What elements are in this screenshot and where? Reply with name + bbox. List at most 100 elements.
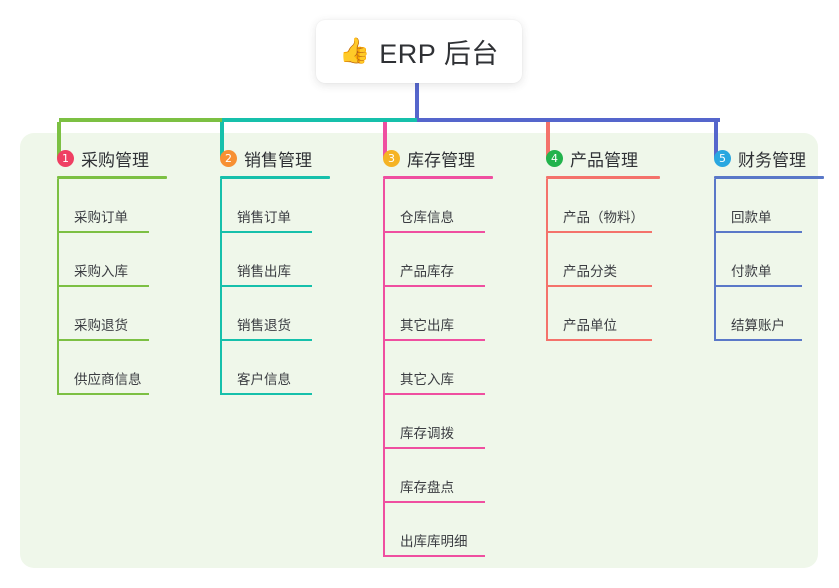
branch-spine [546, 179, 548, 341]
branch-leaf-list: 回款单付款单结算账户 [695, 179, 835, 341]
leaf-item[interactable]: 仓库信息 [364, 179, 524, 233]
leaf-item[interactable]: 采购订单 [38, 179, 188, 233]
leaf-label: 采购订单 [74, 210, 128, 225]
leaf-underline [57, 285, 149, 287]
leaf-label: 出库库明细 [400, 534, 468, 549]
connector-drop-teal [220, 122, 224, 158]
leaf-item[interactable]: 销售订单 [201, 179, 351, 233]
leaf-label: 产品库存 [400, 264, 454, 279]
branch-column-4: 4 产品管理产品（物料） 产品分类产品单位 [527, 145, 687, 341]
leaf-underline [546, 231, 652, 233]
branch-number-badge: 3 [383, 149, 400, 167]
leaf-underline [57, 339, 149, 341]
leaf-label: 回款单 [731, 210, 772, 225]
leaf-label: 其它出库 [400, 318, 454, 333]
connector-bar-blue [417, 118, 720, 122]
leaf-label: 仓库信息 [400, 210, 454, 225]
thumbs-up-icon: 👍 [339, 37, 371, 65]
leaf-label: 库存调拨 [400, 426, 454, 441]
leaf-label: 产品单位 [563, 318, 617, 333]
leaf-item[interactable]: 产品库存 [364, 233, 524, 287]
leaf-label: 结算账户 [731, 318, 785, 333]
leaf-label: 销售订单 [237, 210, 291, 225]
root-node-card[interactable]: 👍 ERP 后台 [316, 20, 522, 83]
leaf-underline [220, 285, 312, 287]
connector-bar-green [59, 118, 222, 122]
branch-underline [546, 176, 660, 179]
connector-bar-teal [222, 118, 417, 122]
leaf-item[interactable]: 出库库明细 [364, 503, 524, 557]
branch-spine [383, 179, 385, 557]
leaf-label: 产品（物料） [563, 210, 644, 225]
leaf-item[interactable]: 结算账户 [695, 287, 835, 341]
leaf-label: 其它入库 [400, 372, 454, 387]
branch-column-2: 2 销售管理销售订单销售出库销售退货客户信息 [201, 145, 351, 395]
leaf-underline [220, 393, 312, 395]
leaf-underline [220, 231, 312, 233]
branches-panel [20, 133, 818, 568]
branch-underline [57, 176, 167, 179]
leaf-underline [383, 501, 485, 503]
branch-number-badge: 4 [546, 149, 563, 167]
branch-title: 产品管理 [570, 150, 638, 170]
leaf-underline [57, 231, 149, 233]
branch-number-badge: 2 [220, 149, 237, 167]
leaf-item[interactable]: 销售出库 [201, 233, 351, 287]
root-stem [415, 80, 419, 122]
leaf-label: 采购退货 [74, 318, 128, 333]
branch-header-4[interactable]: 4 产品管理 [527, 145, 687, 171]
leaf-underline [714, 339, 802, 341]
leaf-item[interactable]: 产品单位 [527, 287, 687, 341]
leaf-item[interactable]: 采购入库 [38, 233, 188, 287]
leaf-underline [220, 339, 312, 341]
branch-spine [57, 179, 59, 395]
leaf-label: 客户信息 [237, 372, 291, 387]
leaf-label: 供应商信息 [74, 372, 142, 387]
leaf-item[interactable]: 库存盘点 [364, 449, 524, 503]
branch-leaf-list: 产品（物料） 产品分类产品单位 [527, 179, 687, 341]
branch-leaf-list: 销售订单销售出库销售退货客户信息 [201, 179, 351, 395]
leaf-underline [57, 393, 149, 395]
leaf-underline [383, 231, 485, 233]
leaf-item[interactable]: 产品（物料） [527, 179, 687, 233]
root-node-content: 👍 ERP 后台 [339, 32, 499, 71]
leaf-underline [383, 393, 485, 395]
branch-spine [714, 179, 716, 341]
leaf-underline [546, 285, 652, 287]
branch-underline [714, 176, 824, 179]
leaf-item[interactable]: 客户信息 [201, 341, 351, 395]
leaf-item[interactable]: 其它入库 [364, 341, 524, 395]
leaf-item[interactable]: 回款单 [695, 179, 835, 233]
leaf-underline [383, 285, 485, 287]
leaf-label: 销售退货 [237, 318, 291, 333]
branch-header-2[interactable]: 2 销售管理 [201, 145, 351, 171]
leaf-label: 库存盘点 [400, 480, 454, 495]
leaf-label: 采购入库 [74, 264, 128, 279]
branch-underline [220, 176, 330, 179]
branch-leaf-list: 采购订单采购入库采购退货供应商信息 [38, 179, 188, 395]
leaf-item[interactable]: 其它出库 [364, 287, 524, 341]
branch-number-badge: 5 [714, 149, 731, 167]
leaf-item[interactable]: 产品分类 [527, 233, 687, 287]
leaf-underline [714, 285, 802, 287]
root-node-title: ERP 后台 [379, 39, 499, 69]
leaf-item[interactable]: 供应商信息 [38, 341, 188, 395]
leaf-label: 付款单 [731, 264, 772, 279]
connector-drop-green [57, 122, 61, 158]
connector-drop-pink [383, 122, 387, 158]
leaf-label: 销售出库 [237, 264, 291, 279]
leaf-underline [714, 231, 802, 233]
leaf-item[interactable]: 付款单 [695, 233, 835, 287]
leaf-item[interactable]: 库存调拨 [364, 395, 524, 449]
leaf-item[interactable]: 采购退货 [38, 287, 188, 341]
branch-title: 销售管理 [244, 150, 312, 170]
connector-drop-blue [714, 122, 718, 158]
leaf-item[interactable]: 销售退货 [201, 287, 351, 341]
